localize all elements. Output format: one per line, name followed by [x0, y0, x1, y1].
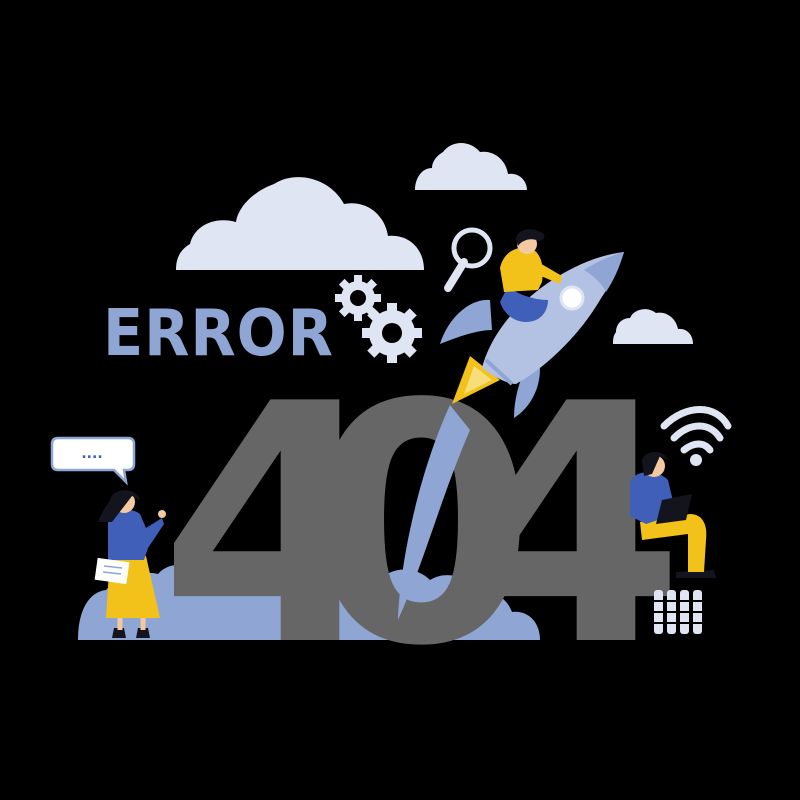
wifi-icon: [660, 406, 732, 454]
cloud-icon: [176, 177, 424, 270]
speech-bubble-text: ....: [81, 446, 102, 462]
digit-four-left: 4: [159, 334, 389, 718]
magnifier-icon: [444, 227, 493, 292]
cloud-icon: [613, 309, 693, 344]
gear-icon: [335, 275, 381, 321]
person-sitting: [630, 451, 716, 578]
wifi-dot: [690, 454, 702, 466]
server-rack-icon: [654, 590, 702, 634]
person-standing: [94, 490, 166, 638]
cloud-icon: [415, 143, 527, 190]
rocket-icon: [440, 252, 624, 418]
person-on-rocket: [500, 229, 562, 322]
rocket-trail: [398, 405, 470, 620]
ground-cloud: [78, 564, 540, 640]
error-heading: ERROR: [103, 297, 334, 371]
gear-icon: [362, 303, 422, 363]
speech-bubble-icon: ....: [50, 436, 136, 486]
